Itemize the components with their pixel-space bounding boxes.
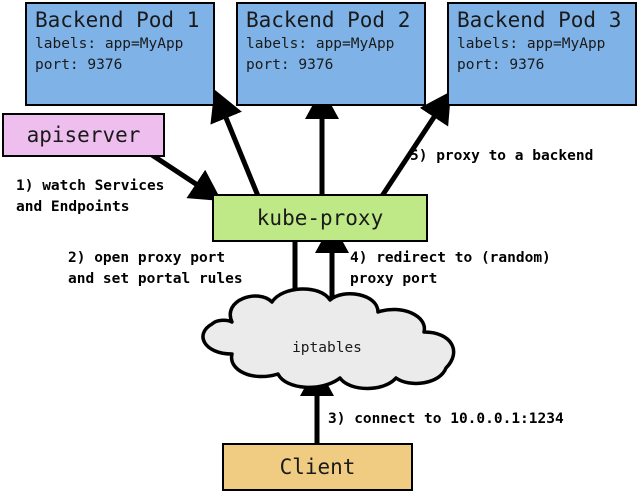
pod-labels: labels: app=MyApp	[457, 36, 606, 52]
client-node[interactable]: Client	[222, 443, 413, 491]
pod-title: Backend Pod 3	[457, 8, 622, 32]
pod-labels: labels: app=MyApp	[35, 36, 184, 52]
pod-port: port: 9376	[457, 57, 545, 73]
pod-port: port: 9376	[35, 57, 123, 73]
step-5-line-1: 5) proxy to a backend	[410, 148, 594, 164]
client-label: Client	[279, 455, 356, 479]
backend-pod-3[interactable]: Backend Pod 3 labels: app=MyApp port: 93…	[447, 2, 637, 106]
step-2-line-2: and set portal rules	[68, 271, 243, 287]
pod-labels: labels: app=MyApp	[246, 36, 395, 52]
pod-title: Backend Pod 2	[246, 8, 411, 32]
apiserver-node[interactable]: apiserver	[2, 113, 165, 157]
backend-pod-2[interactable]: Backend Pod 2 labels: app=MyApp port: 93…	[236, 2, 426, 106]
backend-pod-1[interactable]: Backend Pod 1 labels: app=MyApp port: 93…	[25, 2, 215, 106]
arrow-kubeproxy-to-pod3	[379, 91, 452, 198]
step-1-line-1: 1) watch Services	[16, 178, 165, 194]
step-3-line-1: 3) connect to 10.0.0.1:1234	[328, 411, 564, 427]
kube-proxy-node[interactable]: kube-proxy	[212, 194, 428, 242]
step-3-label: 3) connect to 10.0.0.1:1234	[328, 409, 564, 430]
step-2-label: 2) open proxy port and set portal rules	[68, 248, 243, 290]
step-1-line-2: and Endpoints	[16, 199, 130, 215]
step-4-line-1: 4) redirect to (random)	[350, 250, 551, 266]
step-4-label: 4) redirect to (random) proxy port	[350, 248, 551, 290]
iptables-cloud	[201, 287, 456, 391]
step-4-line-2: proxy port	[350, 271, 438, 287]
step-1-label: 1) watch Services and Endpoints	[16, 176, 164, 218]
apiserver-label: apiserver	[26, 123, 141, 147]
kube-proxy-label: kube-proxy	[256, 206, 384, 230]
iptables-label: iptables	[292, 340, 362, 356]
arrow-apiserver-to-kubeproxy	[150, 152, 222, 202]
pod-title: Backend Pod 1	[35, 8, 200, 32]
pod-port: port: 9376	[246, 57, 334, 73]
step-5-label: 5) proxy to a backend	[410, 146, 593, 167]
arrow-kubeproxy-to-pod1	[210, 89, 261, 197]
step-2-line-1: 2) open proxy port	[68, 250, 226, 266]
